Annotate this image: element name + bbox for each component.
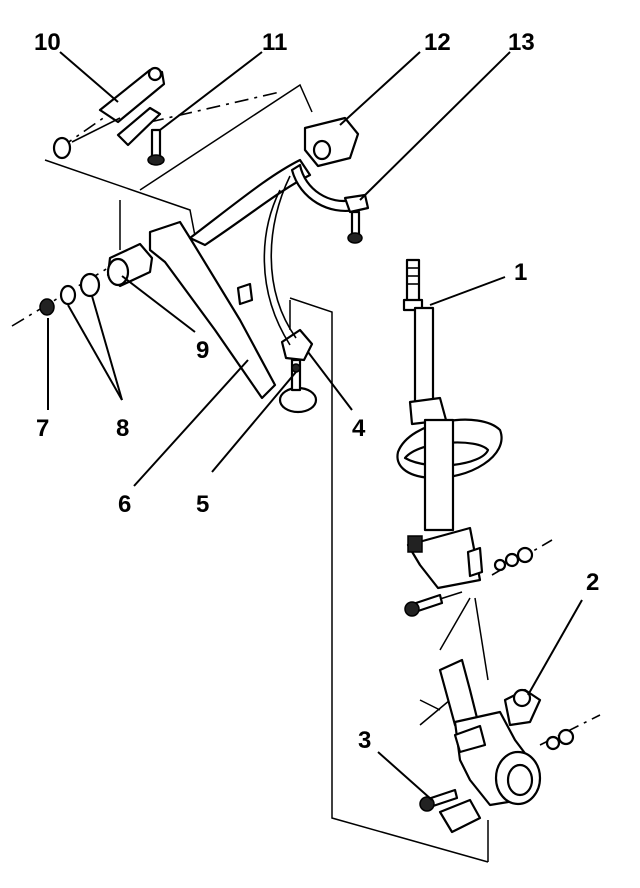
steering-knuckle [419,658,575,834]
bushing-hardware [39,242,154,316]
callout-labels: 1 2 3 4 5 6 7 8 9 10 11 12 13 [34,29,599,754]
callout-6: 6 [118,491,131,518]
lower-control-arm [148,158,318,414]
stabilizer-bushing-bracket [290,116,370,244]
callout-10: 10 [34,29,61,56]
callout-2: 2 [586,569,599,596]
callout-13: 13 [508,29,535,56]
callout-7: 7 [36,415,49,442]
reference-lines [44,83,489,863]
callout-12: 12 [424,29,451,56]
callout-3: 3 [358,727,371,754]
callout-1: 1 [514,259,527,286]
callout-9: 9 [196,337,209,364]
callout-8: 8 [116,415,129,442]
strut-assembly [396,258,534,617]
callout-11: 11 [262,29,287,56]
callout-4: 4 [352,415,366,442]
callout-5: 5 [196,491,209,518]
leader-lines [47,51,583,801]
stabilizer-link [52,66,166,166]
